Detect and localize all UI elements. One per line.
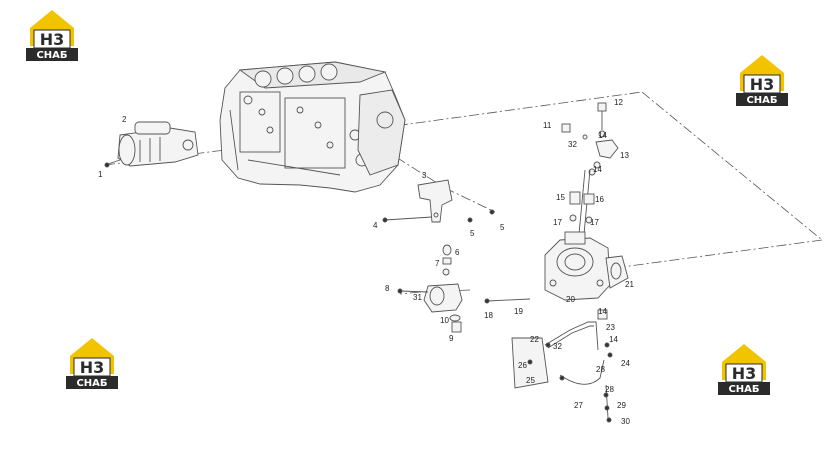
- thermostat-housing: [397, 244, 463, 333]
- bolts-18-19: [484, 298, 531, 304]
- callout-8: 8: [385, 284, 390, 293]
- callout-13: 13: [620, 151, 629, 160]
- logo-bottom-left: H3 CHAБ: [65, 337, 119, 390]
- logo-top-left: H3 CHAБ: [25, 9, 79, 62]
- callout-3: 3: [422, 171, 427, 180]
- callout-23: 23: [606, 323, 615, 332]
- svg-text:CHAБ: CHAБ: [76, 378, 107, 389]
- callout-14b: 14: [593, 165, 602, 174]
- logo-top-right: H3 CHAБ: [735, 54, 789, 107]
- callout-14c: 14: [598, 307, 607, 316]
- callout-27: 27: [574, 401, 583, 410]
- bracket: [382, 179, 495, 223]
- starter-motor: [104, 121, 199, 168]
- callout-26: 26: [518, 361, 527, 370]
- engine-block: [219, 61, 406, 193]
- assembly-guide-lines: [104, 89, 823, 295]
- callout-31: 31: [413, 293, 422, 302]
- callout-20: 20: [566, 295, 575, 304]
- svg-text:CHAБ: CHAБ: [746, 95, 777, 106]
- callout-28b: 28: [605, 385, 614, 394]
- callout-32a: 32: [568, 140, 577, 149]
- svg-text:H3: H3: [40, 30, 65, 49]
- svg-text:CHAБ: CHAБ: [36, 50, 67, 61]
- pipe-assembly-lower: [511, 309, 613, 423]
- callout-12: 12: [614, 98, 623, 107]
- pipe-assembly-upper: [561, 102, 619, 246]
- callout-1: 1: [98, 170, 103, 179]
- callout-17b: 17: [590, 218, 599, 227]
- callout-2: 2: [122, 115, 127, 124]
- callout-10: 10: [440, 316, 449, 325]
- callout-17a: 17: [553, 218, 562, 227]
- callout-5a: 5: [470, 229, 475, 238]
- callout-15: 15: [556, 193, 565, 202]
- callout-7: 7: [435, 259, 440, 268]
- svg-text:CHAБ: CHAБ: [728, 384, 759, 395]
- svg-text:H3: H3: [750, 75, 775, 94]
- callout-28a: 28: [596, 365, 605, 374]
- callout-4: 4: [373, 221, 378, 230]
- logo-bottom-right: H3 CHAБ: [717, 343, 771, 396]
- svg-text:H3: H3: [80, 358, 105, 377]
- callout-18: 18: [484, 311, 493, 320]
- callout-29: 29: [617, 401, 626, 410]
- callout-16: 16: [595, 195, 604, 204]
- callout-labels: 1 2 3 4 5 5 6 7 8 9 10 11 12 13 14 14 14…: [98, 98, 634, 426]
- callout-14a: 14: [598, 131, 607, 140]
- callout-9: 9: [449, 334, 454, 343]
- callout-6: 6: [455, 248, 460, 257]
- callout-24: 24: [621, 359, 630, 368]
- water-pump: [544, 231, 629, 301]
- callout-22: 22: [530, 335, 539, 344]
- callout-25: 25: [526, 376, 535, 385]
- callout-11: 11: [543, 121, 552, 130]
- callout-21: 21: [625, 280, 634, 289]
- svg-text:H3: H3: [732, 364, 757, 383]
- callout-14d: 14: [609, 335, 618, 344]
- callout-30: 30: [621, 417, 630, 426]
- callout-32b: 32: [553, 342, 562, 351]
- callout-5b: 5: [500, 223, 505, 232]
- callout-19: 19: [514, 307, 523, 316]
